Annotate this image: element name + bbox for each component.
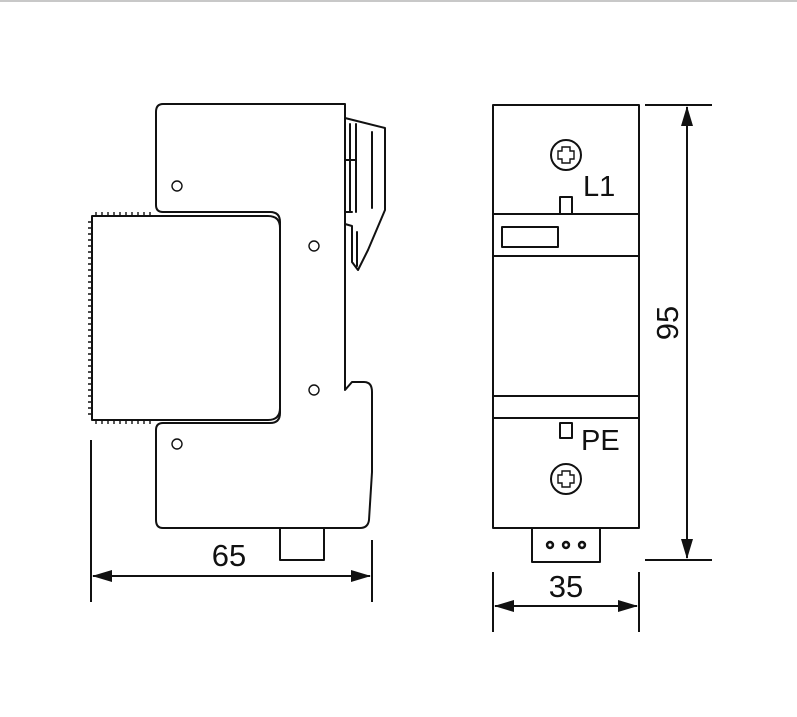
- bottom-connector: [531, 527, 601, 563]
- front-view-width-label: 35: [549, 569, 583, 604]
- top-terminal-label: L1: [583, 171, 615, 203]
- side-view-din-clip: [344, 117, 386, 271]
- side-view-terminal-tab: [279, 527, 325, 561]
- side-view-hole: [171, 180, 183, 192]
- bottom-terminal-label: PE: [581, 425, 620, 457]
- front-view-height-label: 95: [650, 306, 685, 340]
- side-view: [88, 103, 386, 561]
- side-view-serration-bottom: [95, 420, 151, 424]
- front-view-height-dimension: 95: [645, 104, 712, 561]
- side-view-body: [155, 103, 373, 529]
- bottom-marker-tab: [559, 422, 573, 439]
- bottom-terminal-screw-icon: [550, 463, 582, 495]
- top-marker-tab: [559, 196, 573, 215]
- top-terminal-screw-icon: [550, 139, 582, 171]
- front-view-width-dimension: 35: [492, 569, 640, 632]
- side-view-width-dimension: 65: [90, 440, 373, 602]
- side-view-width-label: 65: [212, 538, 246, 573]
- side-view-serration-top: [95, 212, 151, 216]
- side-view-module-cover: [91, 215, 281, 421]
- side-view-hole: [308, 240, 320, 252]
- side-view-hole: [308, 384, 320, 396]
- status-indicator-window: [501, 226, 559, 248]
- side-view-hole: [171, 438, 183, 450]
- front-view: L1 PE: [492, 104, 640, 563]
- side-view-knurl: [88, 218, 93, 418]
